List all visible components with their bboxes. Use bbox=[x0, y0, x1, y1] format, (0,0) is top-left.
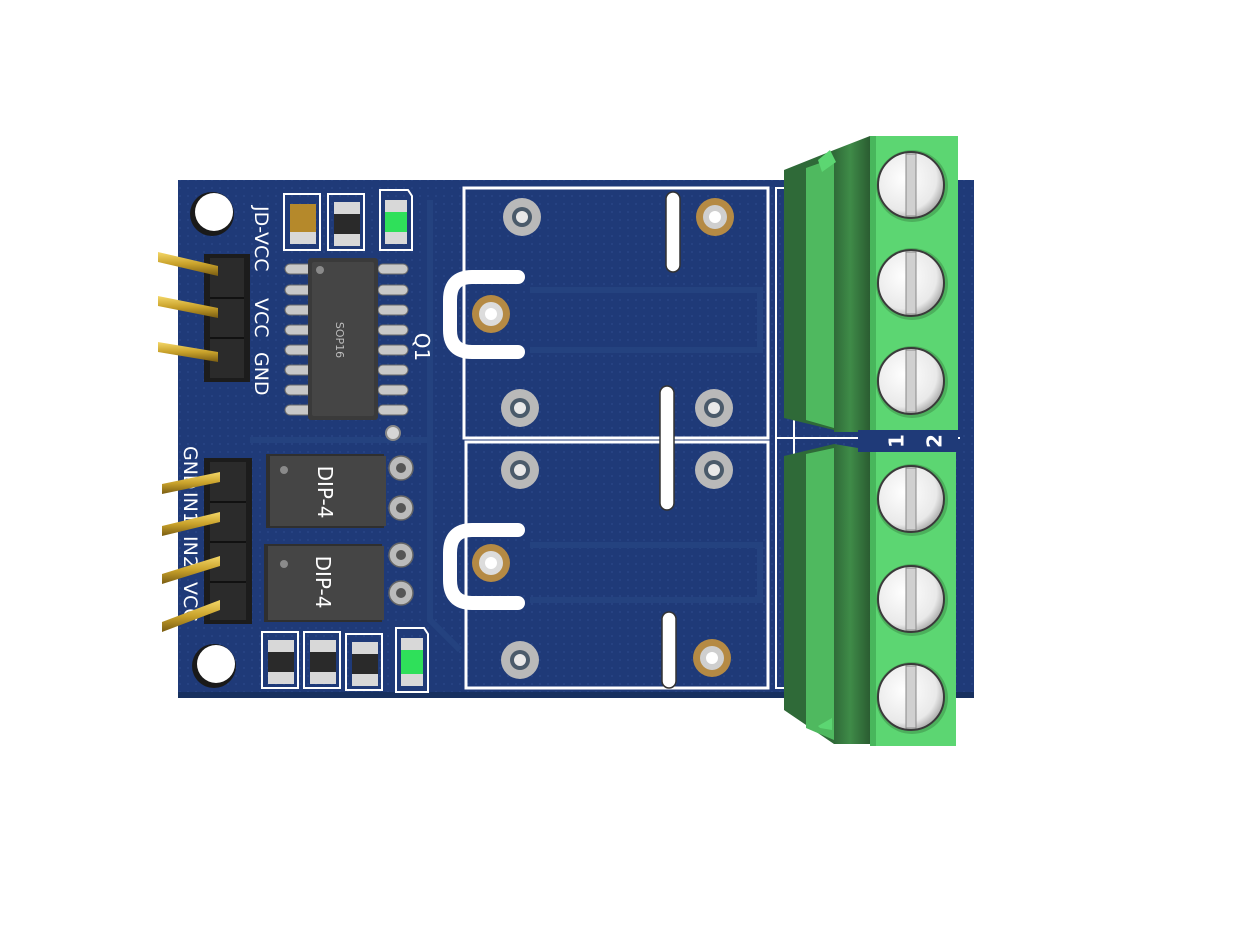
label-in1: IN1 bbox=[179, 492, 201, 524]
screw-icon bbox=[876, 564, 948, 636]
smd-capacitor bbox=[283, 193, 321, 251]
header-pin bbox=[162, 472, 220, 632]
label-gnd: GND bbox=[250, 352, 272, 396]
smd-resistor bbox=[303, 631, 341, 689]
optocoupler-label: DIP-4 bbox=[313, 466, 337, 519]
optocoupler-2: DIP-4 bbox=[264, 542, 414, 622]
label-jd-vcc: JD-VCC bbox=[250, 205, 272, 272]
terminal-block-2 bbox=[784, 444, 956, 746]
led-icon bbox=[395, 627, 429, 693]
mounting-hole-icon bbox=[192, 644, 236, 688]
relay-pads bbox=[472, 198, 734, 679]
terminal-label-2: 2 bbox=[923, 434, 947, 448]
copper-traces bbox=[250, 200, 763, 653]
smd-resistor bbox=[261, 631, 299, 689]
relay-hook-2 bbox=[443, 523, 525, 610]
ic-package-label: SOP16 bbox=[333, 322, 346, 358]
smd-resistor bbox=[345, 633, 383, 691]
led-icon bbox=[379, 189, 413, 251]
power-header bbox=[158, 252, 250, 382]
ic-designator: Q1 bbox=[410, 333, 434, 361]
optocoupler-1: DIP-4 bbox=[266, 454, 414, 528]
smd-resistor bbox=[327, 193, 365, 251]
relay-slot bbox=[659, 191, 681, 689]
screw-icon bbox=[876, 248, 948, 320]
input-header bbox=[162, 458, 252, 632]
screw-icon bbox=[876, 464, 948, 536]
mounting-hole-icon bbox=[190, 192, 234, 236]
relay-footprint-2 bbox=[464, 440, 770, 690]
label-vcc: VCC bbox=[250, 298, 272, 338]
screw-icon bbox=[876, 662, 948, 734]
terminal-block-1 bbox=[784, 136, 958, 432]
screw-icon bbox=[876, 150, 948, 222]
optocoupler-label: DIP-4 bbox=[311, 556, 335, 609]
relay-footprint-1 bbox=[462, 186, 770, 440]
terminal-label-1: 1 bbox=[885, 434, 909, 448]
label-in2: IN2 bbox=[179, 536, 201, 568]
header-pin bbox=[158, 252, 218, 362]
sop16-ic: SOP16 bbox=[284, 258, 409, 420]
relay-hook-1 bbox=[443, 270, 525, 359]
screw-icon bbox=[876, 346, 948, 418]
power-header-labels: JD-VCC VCC GND bbox=[250, 205, 272, 396]
